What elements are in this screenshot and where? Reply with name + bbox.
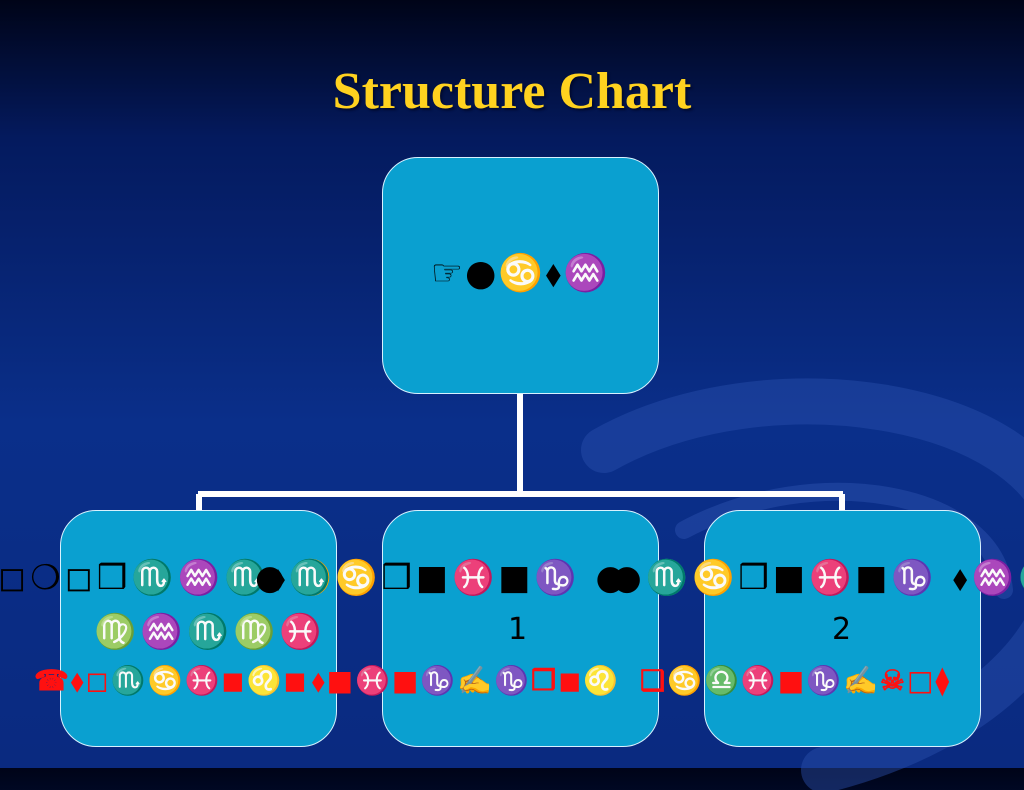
- child-1-line-1: ◻❍◻❒♏♒♏⬧♋: [0, 558, 337, 598]
- connector-lines: [0, 0, 1024, 768]
- slide-title: Structure Chart: [332, 63, 692, 120]
- child-node-3[interactable]: [704, 510, 981, 747]
- root-node[interactable]: [382, 157, 659, 394]
- child-2-line-3: ⬧■♓■♑✍♑❒◼♌: [312, 664, 621, 697]
- child-3-line-1: ●♏♋❒■♓■♑ ⬧♒♏: [612, 558, 1024, 598]
- child-1-line-3: ☎⬧◻♏♋♓◼♌◼: [34, 664, 309, 697]
- child-node-1[interactable]: [60, 510, 337, 747]
- child-1-line-2: ♍♒♏♍♓: [94, 612, 326, 652]
- child-3-line-2: 2: [832, 612, 852, 647]
- child-2-line-2: 1: [508, 612, 528, 647]
- child-node-2[interactable]: [382, 510, 659, 747]
- child-3-line-3: ❑♋♎♓■♑✍☠□⧫: [640, 664, 952, 697]
- root-node-label: ☞●♋⬧♒: [430, 253, 611, 294]
- child-2-line-1: ●♏♋❒■♓■♑ ●: [255, 558, 630, 598]
